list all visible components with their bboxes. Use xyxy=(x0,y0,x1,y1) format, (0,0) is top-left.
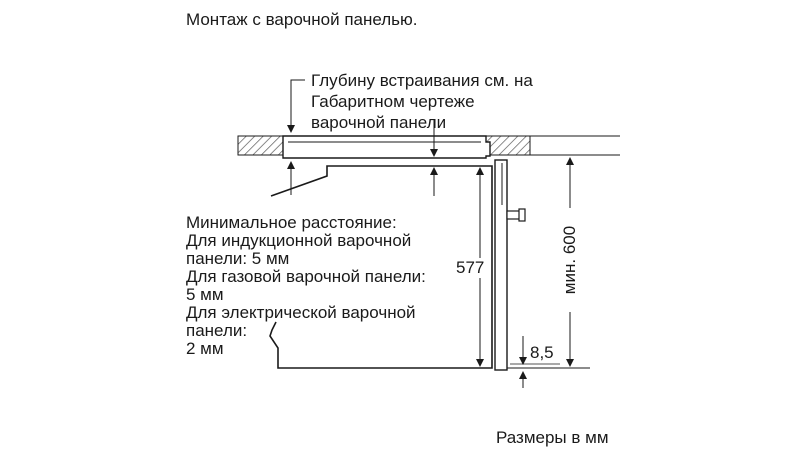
oven-handle-tip xyxy=(518,208,526,222)
min-distance-line: Для индукционной варочной xyxy=(186,231,412,250)
depth-note-line: варочной панели xyxy=(311,113,447,132)
diagram-title: Монтаж с варочной панелью. xyxy=(186,10,418,29)
min-distance-note: Минимальное расстояние: Для индукционной… xyxy=(186,214,426,358)
depth-note: Глубину встраивания см. на Габаритном че… xyxy=(311,70,533,133)
min-distance-line: Для газовой варочной панели: xyxy=(186,267,426,286)
min-distance-line: панели: 5 мм xyxy=(186,249,290,268)
dimension-600-label: мин. 600 xyxy=(560,208,580,312)
min-distance-line: Минимальное расстояние: xyxy=(186,213,397,232)
depth-note-leader xyxy=(287,79,305,133)
min-distance-line: панели: xyxy=(186,321,248,340)
countertop-left xyxy=(237,135,287,156)
min-distance-line: Для электрической варочной xyxy=(186,303,416,322)
units-note: Размеры в мм xyxy=(496,428,609,447)
depth-note-line: Габаритном чертеже xyxy=(311,92,475,111)
depth-note-line: Глубину встраивания см. на xyxy=(311,71,533,90)
hob xyxy=(282,135,491,159)
min-distance-line: 5 мм xyxy=(186,285,224,304)
dimension-577-label: 577 xyxy=(455,258,486,278)
min-distance-line: 2 мм xyxy=(186,339,224,358)
oven-body xyxy=(269,165,493,369)
oven-front-panel xyxy=(494,159,508,371)
dimension-85-label: 8,5 xyxy=(530,343,554,362)
